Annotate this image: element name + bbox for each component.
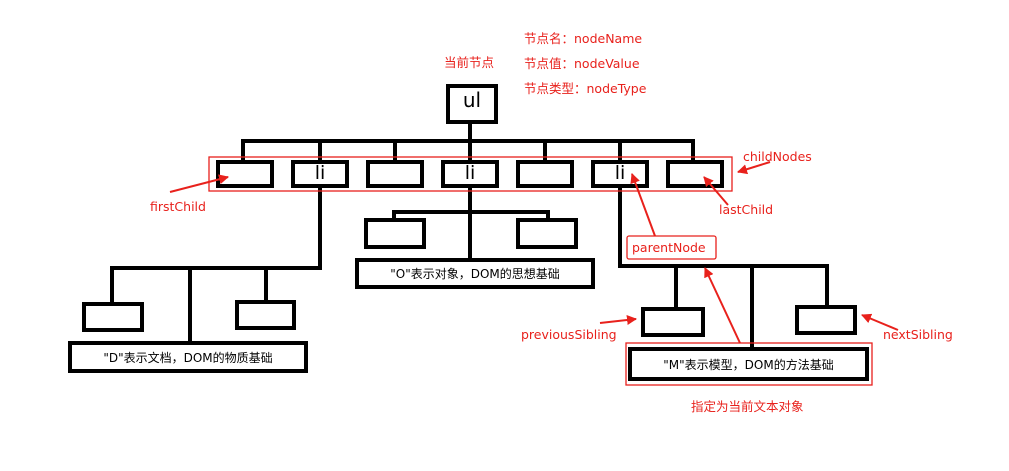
last-child-label: lastChild [719, 202, 774, 217]
m-text-node: "M"表示模型，DOM的方法基础 [663, 358, 834, 372]
next-sibling-box [795, 305, 857, 335]
child-nodes-arrow [737, 161, 771, 175]
parent-node-arrow-m [704, 267, 741, 344]
node-value-label: 节点值：nodeValue [524, 56, 640, 71]
parent-node-arrow-up [630, 173, 656, 237]
left-child-box-3 [235, 300, 296, 330]
ul-node-text: ul [462, 88, 482, 112]
relation-arrows [169, 161, 899, 344]
li-box-7 [666, 160, 724, 188]
first-child-label: firstChild [150, 199, 206, 214]
child-nodes-frame [208, 156, 733, 192]
li-box-1 [216, 160, 274, 188]
previous-sibling-arrow [599, 315, 637, 325]
li-node-text-3: li [614, 162, 626, 184]
parent-node-label: parentNode [632, 240, 706, 255]
li-node-text-1: li [314, 162, 326, 184]
next-sibling-label: nextSibling [883, 327, 953, 342]
child-nodes-label: childNodes [743, 149, 812, 164]
mid-child-box-1 [364, 218, 426, 249]
li-box-2 [291, 160, 349, 188]
mid-child-box-2 [516, 218, 578, 249]
last-child-arrow [703, 176, 729, 206]
node-name-label: 节点名：nodeName [524, 31, 643, 46]
first-child-arrow [169, 174, 229, 193]
current-text-label: 指定为当前文本对象 [691, 399, 804, 414]
tree-connectors [110, 122, 829, 349]
m-text-box [628, 347, 869, 381]
next-sibling-arrow [861, 313, 899, 331]
current-node-label: 当前节点 [444, 55, 495, 70]
li-box-5 [516, 160, 574, 188]
node-type-label: 节点类型：nodeType [524, 81, 647, 96]
o-text-node: "O"表示对象，DOM的思想基础 [390, 267, 560, 281]
li-node-text-2: li [464, 162, 476, 184]
highlights [208, 156, 873, 386]
left-child-box-1 [82, 302, 144, 332]
o-text-box [355, 258, 595, 289]
d-text-box [68, 341, 308, 373]
current-text-frame [625, 342, 873, 386]
previous-sibling-box [641, 307, 705, 337]
d-text-node: "D"表示文档，DOM的物质基础 [103, 351, 273, 365]
li-box-3 [366, 160, 424, 188]
li-box-4 [441, 160, 499, 188]
ul-node-box [446, 84, 498, 124]
previous-sibling-label: previousSibling [521, 327, 617, 342]
node-boxes [68, 84, 869, 381]
parent-node-frame [626, 235, 717, 260]
